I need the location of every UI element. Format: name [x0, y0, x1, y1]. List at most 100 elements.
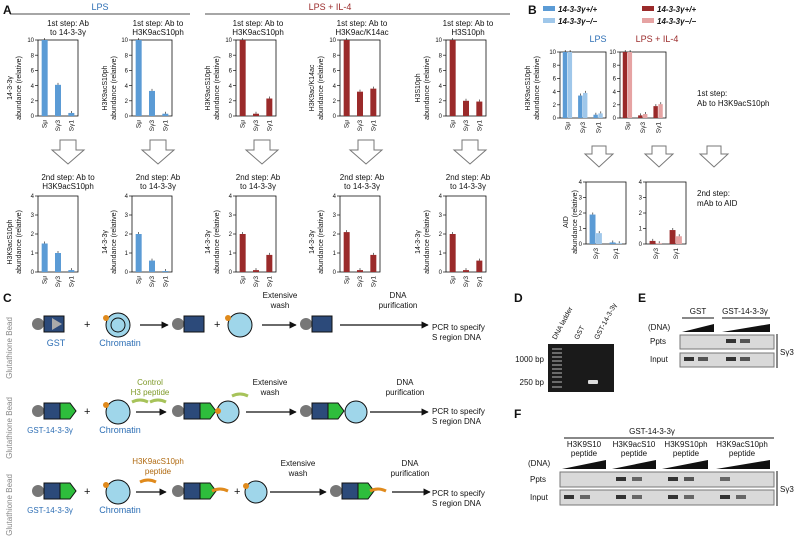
x-tick-label: Sγ1 [266, 276, 273, 288]
y-tick-label: 3 [579, 196, 583, 202]
x-tick-label: Sγ1 [655, 122, 662, 134]
a-ylab-2a: H3K9acS10ph [102, 65, 109, 110]
down-arrow-icon [452, 139, 488, 165]
x-tick-label: Sγ1 [673, 248, 680, 260]
bar [370, 88, 377, 116]
bar [562, 52, 568, 118]
b-sub-lps: LPS [589, 34, 606, 44]
f-side: Sγ3 [780, 485, 794, 494]
bar [476, 260, 483, 272]
x-tick-label: Sγ3 [149, 120, 156, 132]
panel-label-f: F [514, 407, 521, 421]
wash-l1-2: Extensive [253, 378, 288, 387]
y-tick-label: 1 [579, 227, 583, 233]
y-tick-label: 4 [31, 194, 35, 200]
chromatin-icon [244, 480, 268, 504]
y-tick-label: 4 [579, 180, 583, 186]
b-top-ylab2: abundance (relative) [534, 56, 541, 120]
b-bot-ylab1: AID [563, 216, 570, 228]
b-step1-l1: 1st step: [697, 89, 727, 98]
h3k-l2: peptide [145, 467, 172, 476]
bar [357, 270, 363, 272]
a-step1-title-5b: H3S10ph [451, 28, 484, 37]
blot-band [740, 339, 750, 343]
pcr-l2-2: S region DNA [432, 417, 482, 426]
a-step2-title-1b: H3K9acS10ph [42, 182, 94, 191]
bar [239, 234, 246, 272]
dna-l1-2: DNA [397, 378, 415, 387]
bead-icon [172, 318, 184, 330]
y-tick-label: 2 [553, 103, 557, 109]
x-tick-label: Sμ [136, 276, 143, 284]
a-ylab-1b: abundance (relative) [16, 56, 23, 120]
y-tick-label: 0 [125, 114, 129, 120]
y-tick-label: 2 [125, 232, 129, 238]
x-tick-label: Sγ1 [68, 120, 75, 132]
bar [162, 271, 169, 272]
a-step2-title-1a: 2nd step: Ab to [41, 173, 95, 182]
h3-tail-icon [215, 408, 221, 414]
blot-band [726, 357, 736, 361]
bead-icon [330, 485, 342, 497]
y-tick-label: 2 [229, 99, 233, 105]
bar [370, 254, 377, 272]
a-ylab-2b: abundance (relative) [111, 56, 118, 120]
panel-label-a: A [3, 3, 12, 17]
down-arrow-icon [643, 145, 675, 168]
blot-band [616, 477, 626, 481]
plus-sign: + [84, 319, 90, 331]
wash-l2-3: wash [288, 469, 308, 478]
y-tick-label: 4 [229, 194, 233, 200]
blot-band [632, 495, 642, 499]
dna-gradient-triangle [662, 460, 708, 469]
pcr-l2-3: S region DNA [432, 499, 482, 508]
y-tick-label: 4 [439, 194, 443, 200]
a-step2-title-5b: to 14-3-3γ [450, 182, 486, 191]
c-bead-label-3: Glutathione Bead [5, 474, 14, 536]
c-row2: GST-14-3-3γ + Chromatin Control H3 pepti… [27, 378, 485, 435]
y-tick-label: 3 [229, 213, 233, 219]
x-tick-label: Sμ [625, 122, 632, 130]
b-legend: 14-3-3γ+/+ 14-3-3γ−/− 14-3-3γ+/+ 14-3-3γ… [543, 5, 696, 26]
c-row1: GST + Chromatin + Extensive wash DNA pur… [32, 291, 485, 348]
bar [609, 242, 616, 244]
peptide-icon [139, 478, 157, 484]
plus-sign: + [84, 486, 90, 498]
b-top-ylab1: H3K9acS10ph [525, 65, 532, 110]
blot-band [668, 495, 678, 499]
gst-1433-icon [199, 402, 217, 420]
bar [253, 113, 259, 116]
y-tick-label: 2 [613, 103, 617, 109]
plus-sign: + [84, 406, 90, 418]
a-ylab-6b: abundance (relative) [16, 210, 23, 274]
control-l1: Control [137, 378, 163, 387]
c-gst-label: GST [47, 338, 66, 348]
bar [449, 234, 456, 272]
a-step2-title-4b: to 14-3-3γ [344, 182, 380, 191]
c-chromatin-label-3: Chromatin [99, 505, 141, 515]
y-tick-label: 2 [333, 232, 337, 238]
gst-icon [183, 482, 201, 500]
bar [653, 106, 658, 118]
f-pep3-l1: H3K9S10ph [664, 440, 707, 449]
c-bead-labels: Glutathione Bead Glutathione Bead Glutat… [5, 317, 14, 536]
blot-strip-ppts [559, 471, 775, 488]
c-chromatin-label-2: Chromatin [99, 425, 141, 435]
y-tick-label: 2 [229, 232, 233, 238]
a-ylab-5a: H3S10ph [415, 73, 422, 102]
a-step1-title-3b: H3K9acS10ph [232, 28, 284, 37]
d-bp1000: 1000 bp [515, 355, 544, 364]
bar [135, 40, 142, 116]
wash-l1-3: Extensive [281, 459, 316, 468]
bead-icon [300, 318, 312, 330]
y-tick-label: 4 [333, 84, 337, 90]
bar [649, 240, 656, 244]
down-arrow-icon [583, 145, 615, 168]
y-tick-label: 2 [579, 211, 583, 217]
f-pep4-l2: peptide [729, 449, 756, 458]
dna-l2: purification [379, 301, 418, 310]
x-tick-label: Sμ [344, 276, 351, 284]
x-tick-label: Sγ3 [463, 276, 470, 288]
x-tick-label: Sγ1 [613, 248, 620, 260]
h3-tail-icon [243, 483, 249, 489]
